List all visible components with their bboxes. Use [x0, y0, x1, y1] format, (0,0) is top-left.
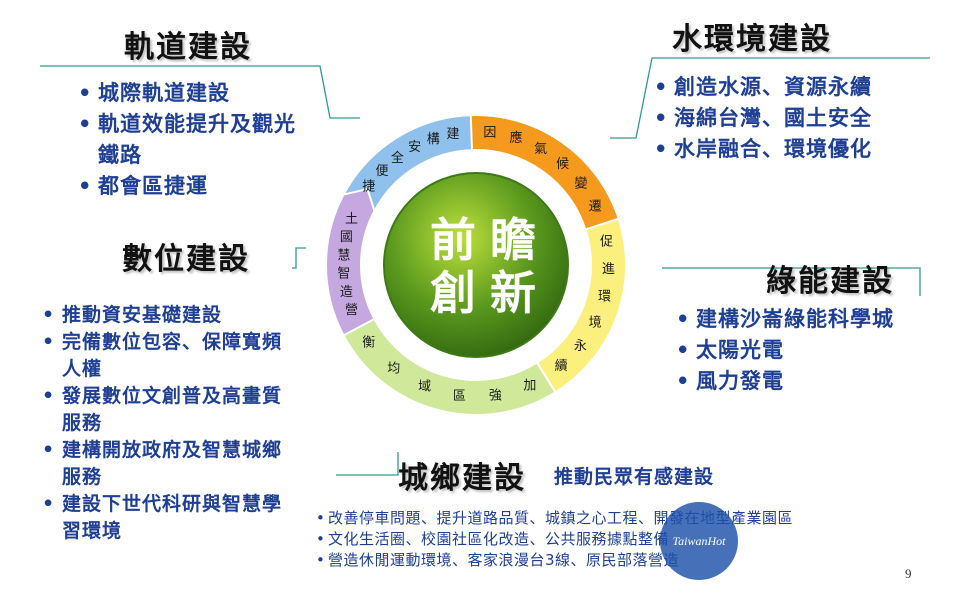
- ring-label-char: 遷: [589, 199, 602, 214]
- list-item: 發展數位文創普及高畫質服務: [40, 383, 292, 437]
- list-item: 城際軌道建設: [76, 78, 316, 109]
- list-item: 風力發電: [674, 366, 944, 397]
- center-char: 創: [430, 266, 476, 320]
- list-item: 完備數位包容、保障寬頻人權: [40, 329, 292, 383]
- ring-label-char: 智: [337, 267, 350, 282]
- ring-label-char: 加: [523, 379, 536, 394]
- list-item: 都會區捷運: [76, 171, 316, 202]
- ring-label-char: 應: [510, 130, 523, 146]
- ring-labels: 捷便全安構建 因應氣候變遷促進環境永續加強 區 域 均衡 營造智慧國土: [337, 126, 615, 404]
- water-title: 水環境建設: [672, 22, 832, 57]
- center-char: 前: [430, 213, 476, 267]
- ring-label-char: 國: [340, 230, 353, 245]
- center-circle: [383, 172, 569, 358]
- list-item: 推動資安基礎建設: [40, 302, 292, 329]
- ring-segment: [325, 187, 376, 337]
- rail-list: 城際軌道建設 軌道效能提升及觀光鐵路 都會區捷運: [76, 78, 316, 202]
- green-title: 綠能建設: [766, 264, 894, 299]
- ring-label-char: 慧: [337, 247, 350, 263]
- list-item: 水岸融合、環境優化: [652, 134, 942, 165]
- green-list: 建構沙崙綠能科學城 太陽光電 風力發電: [674, 304, 944, 397]
- list-item: 營造休閒運動環境、客家浪漫台3線、原民部落營造: [316, 550, 936, 571]
- ring-label-char: 區: [453, 389, 466, 404]
- ring-label-char: 全: [391, 150, 404, 166]
- digital-title: 數位建設: [122, 242, 250, 277]
- connector-line: [662, 267, 921, 296]
- ring-label-char: 促: [600, 234, 613, 249]
- ring-segments: [325, 114, 627, 416]
- ring-label-char: 土: [345, 212, 358, 227]
- connector-lines: [40, 57, 930, 476]
- ring-label-char: 氣: [534, 142, 547, 157]
- list-item: 建構沙崙綠能科學城: [674, 304, 944, 335]
- ring-label-char: 境: [589, 316, 602, 331]
- ring-label-char: 強: [489, 389, 502, 404]
- ring-label-char: 營: [345, 303, 358, 318]
- ring-label-char: 衡: [362, 335, 375, 350]
- connector-line: [40, 65, 360, 119]
- ring-label-char: 域: [418, 380, 431, 395]
- ring-label-char: 均: [387, 361, 400, 376]
- ring-label-char: 建: [446, 127, 459, 142]
- ring-label-char: 因: [483, 126, 496, 141]
- water-list: 創造水源、資源永續 海綿台灣、國土安全 水岸融合、環境優化: [652, 72, 942, 165]
- ring-label-char: 安: [408, 140, 421, 155]
- ring-label-char: 續: [555, 359, 568, 374]
- ring-label-char: 候: [556, 157, 569, 172]
- page-number: 9: [905, 566, 912, 581]
- ring-label-char: 造: [340, 285, 353, 300]
- connector-line: [610, 57, 930, 139]
- connector-line: [292, 247, 306, 269]
- list-item: 建構開放政府及智慧城鄉服務: [40, 437, 292, 491]
- list-item: 海綿台灣、國土安全: [652, 103, 942, 134]
- ring-label-char: 進: [602, 262, 615, 277]
- list-item: 文化生活圈、校園社區化改造、公共服務據點整備: [316, 529, 936, 550]
- watermark-badge: TaiwanHot: [660, 502, 738, 580]
- center-title: 前 瞻 創 新: [430, 213, 536, 320]
- ring-label-char: 變: [574, 176, 587, 192]
- ring-label-char: 永: [574, 339, 587, 354]
- center-char: 瞻: [490, 213, 536, 267]
- list-item: 建設下世代科研與智慧學習環境: [40, 491, 292, 545]
- rail-title: 軌道建設: [124, 30, 252, 65]
- urban-list: 改善停車問題、提升道路品質、城鎮之心工程、開發在地型產業園區 文化生活圈、校園社…: [316, 508, 936, 571]
- ring-label-char: 環: [598, 290, 611, 305]
- connector-line: [336, 452, 399, 476]
- list-item: 創造水源、資源永續: [652, 72, 942, 103]
- list-item: 太陽光電: [674, 335, 944, 366]
- list-item: 改善停車問題、提升道路品質、城鎮之心工程、開發在地型產業園區: [316, 508, 936, 529]
- center-char: 新: [490, 266, 536, 320]
- digital-list: 推動資安基礎建設 完備數位包容、保障寬頻人權 發展數位文創普及高畫質服務 建構開…: [40, 302, 292, 545]
- urban-subtitle: 推動民眾有感建設: [554, 466, 715, 488]
- ring-label-char: 構: [427, 132, 440, 147]
- ring-label-char: 捷: [362, 180, 375, 195]
- urban-title: 城鄉建設: [398, 461, 526, 496]
- list-item: 軌道效能提升及觀光鐵路: [76, 109, 316, 171]
- ring-label-char: 便: [375, 164, 388, 179]
